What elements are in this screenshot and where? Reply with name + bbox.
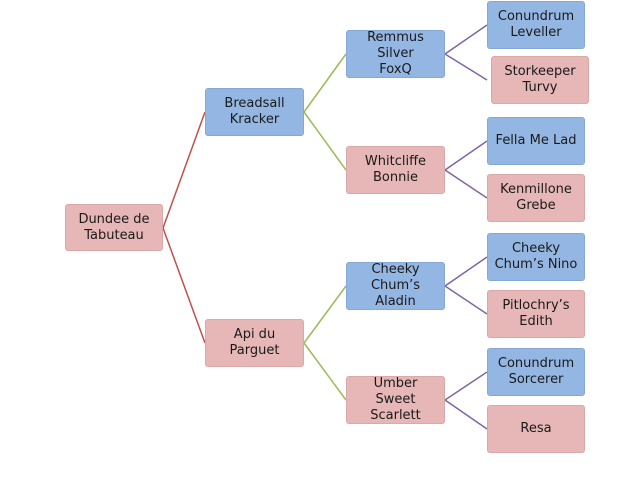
- node-remmus-silver-foxq: Remmus Silver FoxQ: [346, 30, 445, 78]
- connector-ds-dam: [444, 285, 488, 315]
- node-conundrum-sorcerer: Conundrum Sorcerer: [487, 348, 585, 396]
- node-pitlochrys-edith: Pitlochry’s Edith: [487, 290, 585, 338]
- connector-sire-siredam: [303, 111, 347, 171]
- node-label: Cheeky Chum’s Aladin: [370, 262, 421, 309]
- node-fella-me-lad: Fella Me Lad: [487, 117, 585, 165]
- node-cheeky-chums-nino: Cheeky Chum’s Nino: [487, 233, 585, 281]
- node-label: Breadsall Kracker: [224, 96, 285, 127]
- connector-ss-dam: [444, 53, 488, 81]
- node-label: Kenmillone Grebe: [500, 182, 572, 213]
- node-storkeeper-turvy: Storkeeper Turvy: [491, 56, 589, 104]
- node-whitcliffe-bonnie: Whitcliffe Bonnie: [346, 146, 445, 194]
- node-label: Resa: [520, 421, 552, 436]
- node-cheeky-chums-aladin: Cheeky Chum’s Aladin: [346, 262, 445, 310]
- node-umber-sweet-scarlett: Umber Sweet Scarlett: [346, 376, 445, 424]
- node-conundrum-leveller: Conundrum Leveller: [487, 1, 585, 49]
- node-label: Pitlochry’s Edith: [502, 298, 570, 329]
- connector-dd-sire: [444, 371, 488, 401]
- node-label: Cheeky Chum’s Nino: [494, 241, 578, 272]
- connector-dam-damsire: [303, 285, 347, 344]
- node-label: Umber Sweet Scarlett: [370, 376, 421, 423]
- node-label: Whitcliffe Bonnie: [364, 154, 427, 185]
- connector-sire-siresire: [303, 53, 347, 113]
- node-dundee-de-tabuteau: Dundee de Tabuteau: [65, 204, 163, 251]
- connector-sd-dam: [444, 169, 488, 199]
- node-label: Storkeeper Turvy: [504, 64, 576, 95]
- node-resa: Resa: [487, 405, 585, 453]
- node-api-du-parguet: Api du Parguet: [205, 319, 304, 367]
- node-label: Remmus Silver FoxQ: [367, 30, 424, 77]
- node-label: Api du Parguet: [229, 327, 280, 358]
- node-kenmillone-grebe: Kenmillone Grebe: [487, 174, 585, 222]
- node-label: Dundee de Tabuteau: [78, 211, 150, 243]
- connector-sd-sire: [444, 140, 488, 171]
- connector-dam-damdam: [303, 342, 347, 401]
- connector-dd-dam: [444, 399, 488, 430]
- connector-ds-sire: [444, 256, 488, 287]
- connector-root-sire: [162, 111, 206, 229]
- node-label: Conundrum Leveller: [497, 9, 575, 40]
- node-breadsall-kracker: Breadsall Kracker: [205, 88, 304, 136]
- node-label: Fella Me Lad: [495, 133, 577, 148]
- connector-ss-sire: [444, 24, 488, 55]
- node-label: Conundrum Sorcerer: [497, 356, 575, 387]
- connector-root-dam: [162, 227, 206, 344]
